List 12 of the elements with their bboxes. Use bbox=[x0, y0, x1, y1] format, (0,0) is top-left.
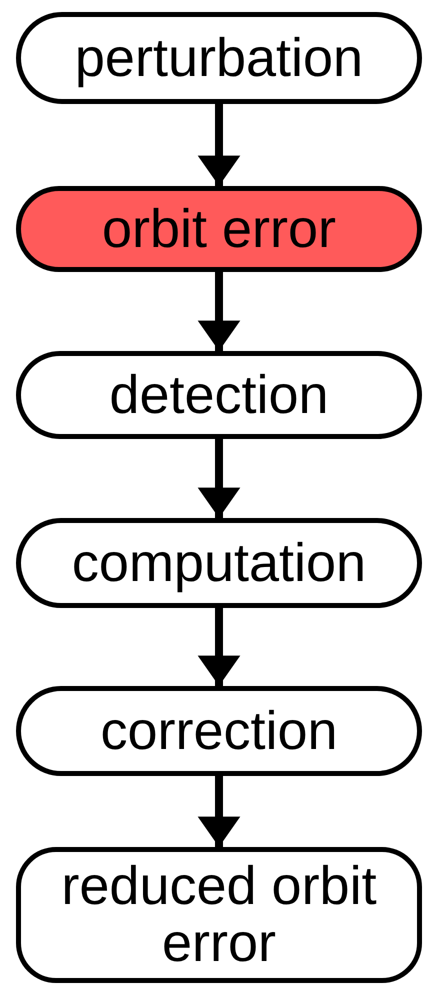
arrow bbox=[198, 776, 240, 847]
box-label: detection bbox=[109, 366, 329, 424]
process-box bbox=[16, 847, 422, 983]
arrow bbox=[198, 608, 240, 686]
arrow bbox=[198, 272, 240, 351]
arrow bbox=[198, 104, 240, 186]
box-label: reduced orbit error bbox=[60, 858, 378, 972]
box-label: orbit error bbox=[102, 200, 336, 258]
box-label: correction bbox=[100, 702, 338, 760]
box-label: computation bbox=[72, 534, 366, 592]
arrow bbox=[198, 439, 240, 518]
box-label: perturbation bbox=[74, 30, 364, 86]
